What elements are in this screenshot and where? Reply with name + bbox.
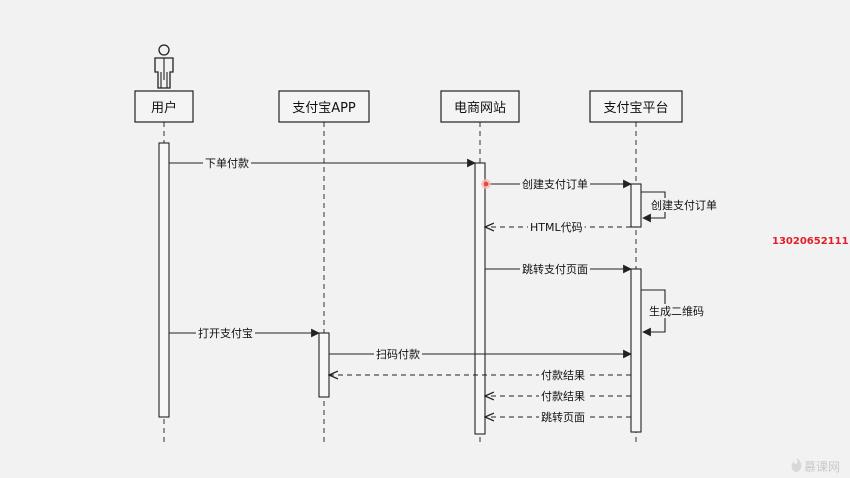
label-backdrop <box>539 368 587 382</box>
participant-box-ecommerce <box>440 90 520 123</box>
label-backdrop <box>539 410 587 424</box>
participant-box-alipay_app <box>278 90 370 123</box>
message-label: 跳转支付页面 <box>522 262 588 276</box>
label-backdrop <box>374 347 422 361</box>
message-label: HTML代码 <box>530 221 583 234</box>
cursor-dot <box>481 179 491 189</box>
message-label: 扫码付款 <box>376 347 420 361</box>
message-6: 生成二维码 <box>641 289 706 337</box>
label-backdrop <box>520 262 590 276</box>
participant-label-user: 用户 <box>151 100 177 116</box>
message-label: 打开支付宝 <box>198 326 253 340</box>
message-10: 付款结果 <box>485 389 631 403</box>
activation-bar-user <box>158 142 170 418</box>
message-label: 创建支付订单 <box>651 198 717 212</box>
label-backdrop <box>649 198 719 212</box>
label-backdrop <box>539 389 587 403</box>
message-4: HTML代码 <box>485 221 631 234</box>
label-backdrop <box>203 156 251 170</box>
message-label: 付款结果 <box>541 368 585 382</box>
phone-number-overlay: 13020652111 <box>772 236 849 247</box>
watermark-text: 慕课网 <box>804 460 840 474</box>
activation-bar-alipay_app <box>318 332 330 398</box>
activation-bar-alipay_platform <box>630 268 642 433</box>
participant-box-alipay_platform <box>589 90 683 123</box>
participant-label-ecommerce: 电商网站 <box>454 101 506 116</box>
activation-bar-ecommerce <box>474 162 486 435</box>
label-backdrop <box>196 326 255 340</box>
message-3: 创建支付订单 <box>641 191 719 223</box>
activation-bar-alipay_platform <box>630 183 642 228</box>
message-label: 创建支付订单 <box>522 177 588 191</box>
message-label: 跳转页面 <box>541 410 585 424</box>
message-11: 跳转页面 <box>485 410 631 424</box>
message-2: 创建支付订单 <box>485 177 632 191</box>
message-9: 付款结果 <box>329 368 631 382</box>
message-1: 下单付款 <box>169 156 476 170</box>
message-label: 下单付款 <box>205 156 249 170</box>
label-backdrop <box>528 221 585 234</box>
participant-box-user <box>134 90 194 123</box>
message-label: 生成二维码 <box>649 304 704 318</box>
message-8: 扫码付款 <box>329 347 632 361</box>
participant-label-alipay_platform: 支付宝平台 <box>603 101 668 116</box>
person-icon <box>154 44 174 89</box>
message-7: 打开支付宝 <box>169 326 320 340</box>
label-backdrop <box>520 177 590 191</box>
message-label: 付款结果 <box>541 389 585 403</box>
label-backdrop <box>647 304 706 318</box>
message-5: 跳转支付页面 <box>485 262 632 276</box>
participant-label-alipay_app: 支付宝APP <box>292 101 356 116</box>
flame-logo-icon <box>791 458 802 472</box>
